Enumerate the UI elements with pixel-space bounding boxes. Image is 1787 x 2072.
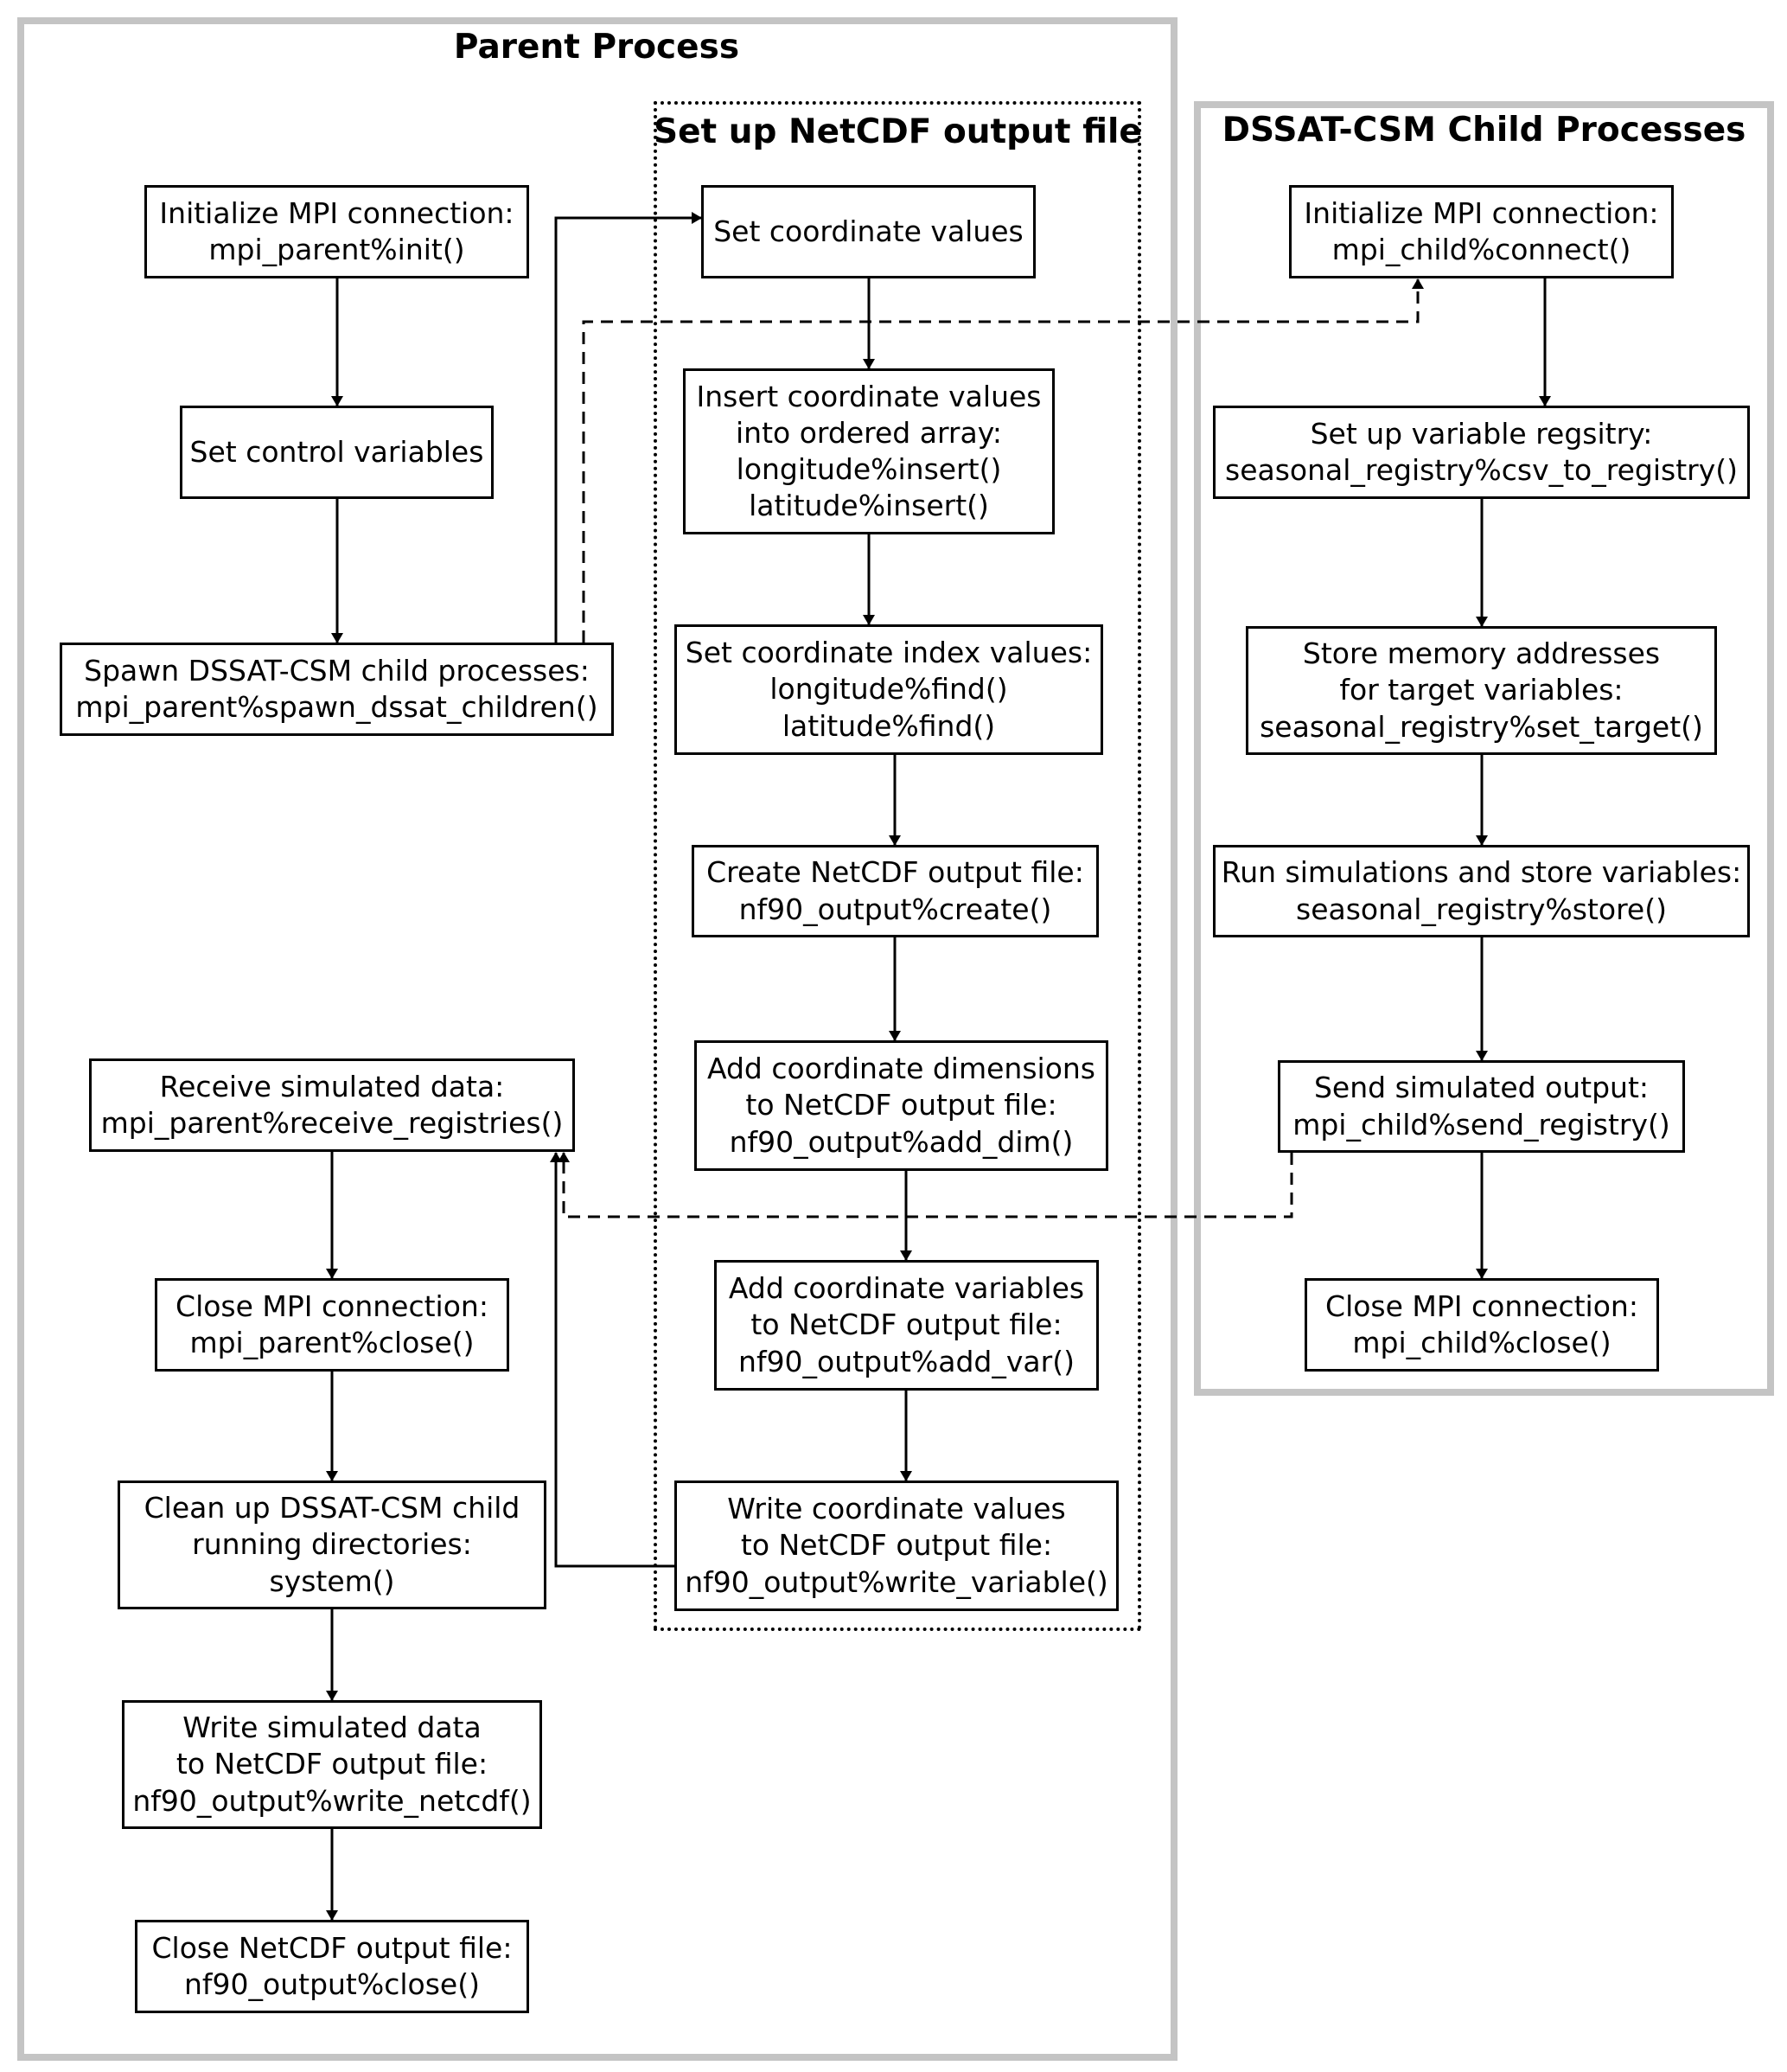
netcdf-setup-title: Set up NetCDF output file — [654, 112, 1142, 151]
node-text: Write simulated data — [182, 1711, 482, 1745]
child-processes-region — [1194, 101, 1774, 1396]
node-parent-control-variables: Set control variables — [180, 406, 494, 499]
node-child-variable-registry: Set up variable regsitry: seasonal_regis… — [1213, 406, 1750, 499]
node-text: Close MPI connection: — [176, 1289, 488, 1323]
node-text: latitude%insert() — [749, 489, 989, 523]
node-text: longitude%insert() — [736, 452, 1002, 486]
node-text: mpi_parent%spawn_dssat_children() — [75, 690, 598, 724]
node-netcdf-insert-coordinates: Insert coordinate values into ordered ar… — [683, 368, 1055, 534]
node-text: mpi_parent%receive_registries() — [100, 1106, 564, 1140]
node-text: latitude%find() — [782, 708, 996, 743]
node-text: Close MPI connection: — [1325, 1289, 1638, 1323]
node-text: mpi_child%connect() — [1331, 233, 1631, 266]
node-text: seasonal_registry%store() — [1296, 892, 1667, 926]
node-text: mpi_child%send_registry() — [1292, 1107, 1670, 1142]
node-text: Store memory addresses — [1302, 636, 1661, 671]
node-text: Clean up DSSAT-CSM child — [144, 1491, 520, 1525]
node-parent-close-netcdf: Close NetCDF output file: nf90_output%cl… — [135, 1920, 529, 2013]
node-parent-spawn-children: Spawn DSSAT-CSM child processes: mpi_par… — [60, 643, 614, 736]
node-text: Initialize MPI connection: — [159, 195, 514, 230]
node-text: Send simulated output: — [1313, 1071, 1650, 1105]
node-text: seasonal_registry%set_target() — [1260, 709, 1703, 744]
netcdf-setup-region — [654, 101, 1141, 1631]
node-text: Write coordinate values — [727, 1492, 1066, 1526]
node-netcdf-add-dimensions: Add coordinate dimensions to NetCDF outp… — [694, 1040, 1108, 1171]
node-text: to NetCDF output file: — [750, 1308, 1063, 1342]
node-netcdf-coordinate-index: Set coordinate index values: longitude%f… — [674, 624, 1103, 755]
node-child-send-output: Send simulated output: mpi_child%send_re… — [1278, 1060, 1685, 1153]
child-processes-title: DSSAT-CSM Child Processes — [1222, 111, 1746, 150]
node-text: nf90_output%add_dim() — [729, 1124, 1074, 1159]
node-text: seasonal_registry%csv_to_registry() — [1225, 453, 1738, 487]
node-text: system() — [269, 1564, 395, 1598]
node-text: longitude%find() — [769, 672, 1008, 707]
node-parent-receive-data: Receive simulated data: mpi_parent%recei… — [89, 1058, 575, 1152]
node-text: mpi_parent%init() — [208, 233, 465, 266]
node-child-init: Initialize MPI connection: mpi_child%con… — [1289, 185, 1674, 278]
node-text: nf90_output%add_var() — [738, 1344, 1075, 1378]
node-text: Create NetCDF output file: — [706, 855, 1084, 890]
node-text: Initialize MPI connection: — [1304, 195, 1659, 230]
node-child-run-simulations: Run simulations and store variables: sea… — [1213, 845, 1750, 937]
node-text: Receive simulated data: — [159, 1069, 505, 1103]
node-text: running directories: — [192, 1527, 472, 1562]
node-text: Run simulations and store variables: — [1221, 855, 1742, 890]
node-parent-init: Initialize MPI connection: mpi_parent%in… — [144, 185, 529, 278]
parent-process-region — [17, 17, 1178, 2061]
node-text: Set up variable regsitry: — [1310, 416, 1653, 451]
node-text: Set coordinate index values: — [685, 636, 1093, 670]
node-text: Set coordinate values — [713, 214, 1024, 248]
node-text: nf90_output%write_variable() — [685, 1564, 1108, 1599]
node-parent-cleanup-directories: Clean up DSSAT-CSM child running directo… — [118, 1480, 546, 1609]
node-netcdf-write-coordinates: Write coordinate values to NetCDF output… — [674, 1480, 1119, 1611]
node-text: to NetCDF output file: — [740, 1528, 1053, 1563]
node-child-store-addresses: Store memory addresses for target variab… — [1246, 626, 1717, 755]
node-text: to NetCDF output file: — [176, 1747, 488, 1781]
node-text: Add coordinate variables — [728, 1271, 1085, 1306]
node-text: Insert coordinate values — [696, 379, 1042, 413]
node-text: Add coordinate dimensions — [706, 1052, 1095, 1086]
node-netcdf-add-variables: Add coordinate variables to NetCDF outpu… — [714, 1260, 1099, 1391]
node-parent-write-simulated-data: Write simulated data to NetCDF output fi… — [122, 1700, 542, 1829]
node-parent-close-mpi: Close MPI connection: mpi_parent%close() — [155, 1278, 509, 1372]
node-text: Spawn DSSAT-CSM child processes: — [84, 653, 590, 687]
node-netcdf-create-file: Create NetCDF output file: nf90_output%c… — [692, 845, 1099, 937]
node-text: Close NetCDF output file: — [151, 1930, 513, 1965]
node-text: nf90_output%write_netcdf() — [132, 1783, 532, 1818]
node-text: nf90_output%create() — [738, 892, 1052, 926]
parent-process-title: Parent Process — [453, 28, 740, 67]
node-child-close-mpi: Close MPI connection: mpi_child%close() — [1305, 1278, 1659, 1372]
node-text: nf90_output%close() — [184, 1967, 480, 2001]
node-text: mpi_parent%close() — [189, 1326, 475, 1359]
node-text: mpi_child%close() — [1352, 1326, 1611, 1359]
node-netcdf-set-coordinate-values: Set coordinate values — [701, 185, 1036, 278]
node-text: into ordered array: — [736, 415, 1002, 450]
node-text: Set control variables — [189, 434, 484, 469]
node-text: to NetCDF output file: — [745, 1088, 1057, 1122]
node-text: for target variables: — [1339, 673, 1624, 707]
